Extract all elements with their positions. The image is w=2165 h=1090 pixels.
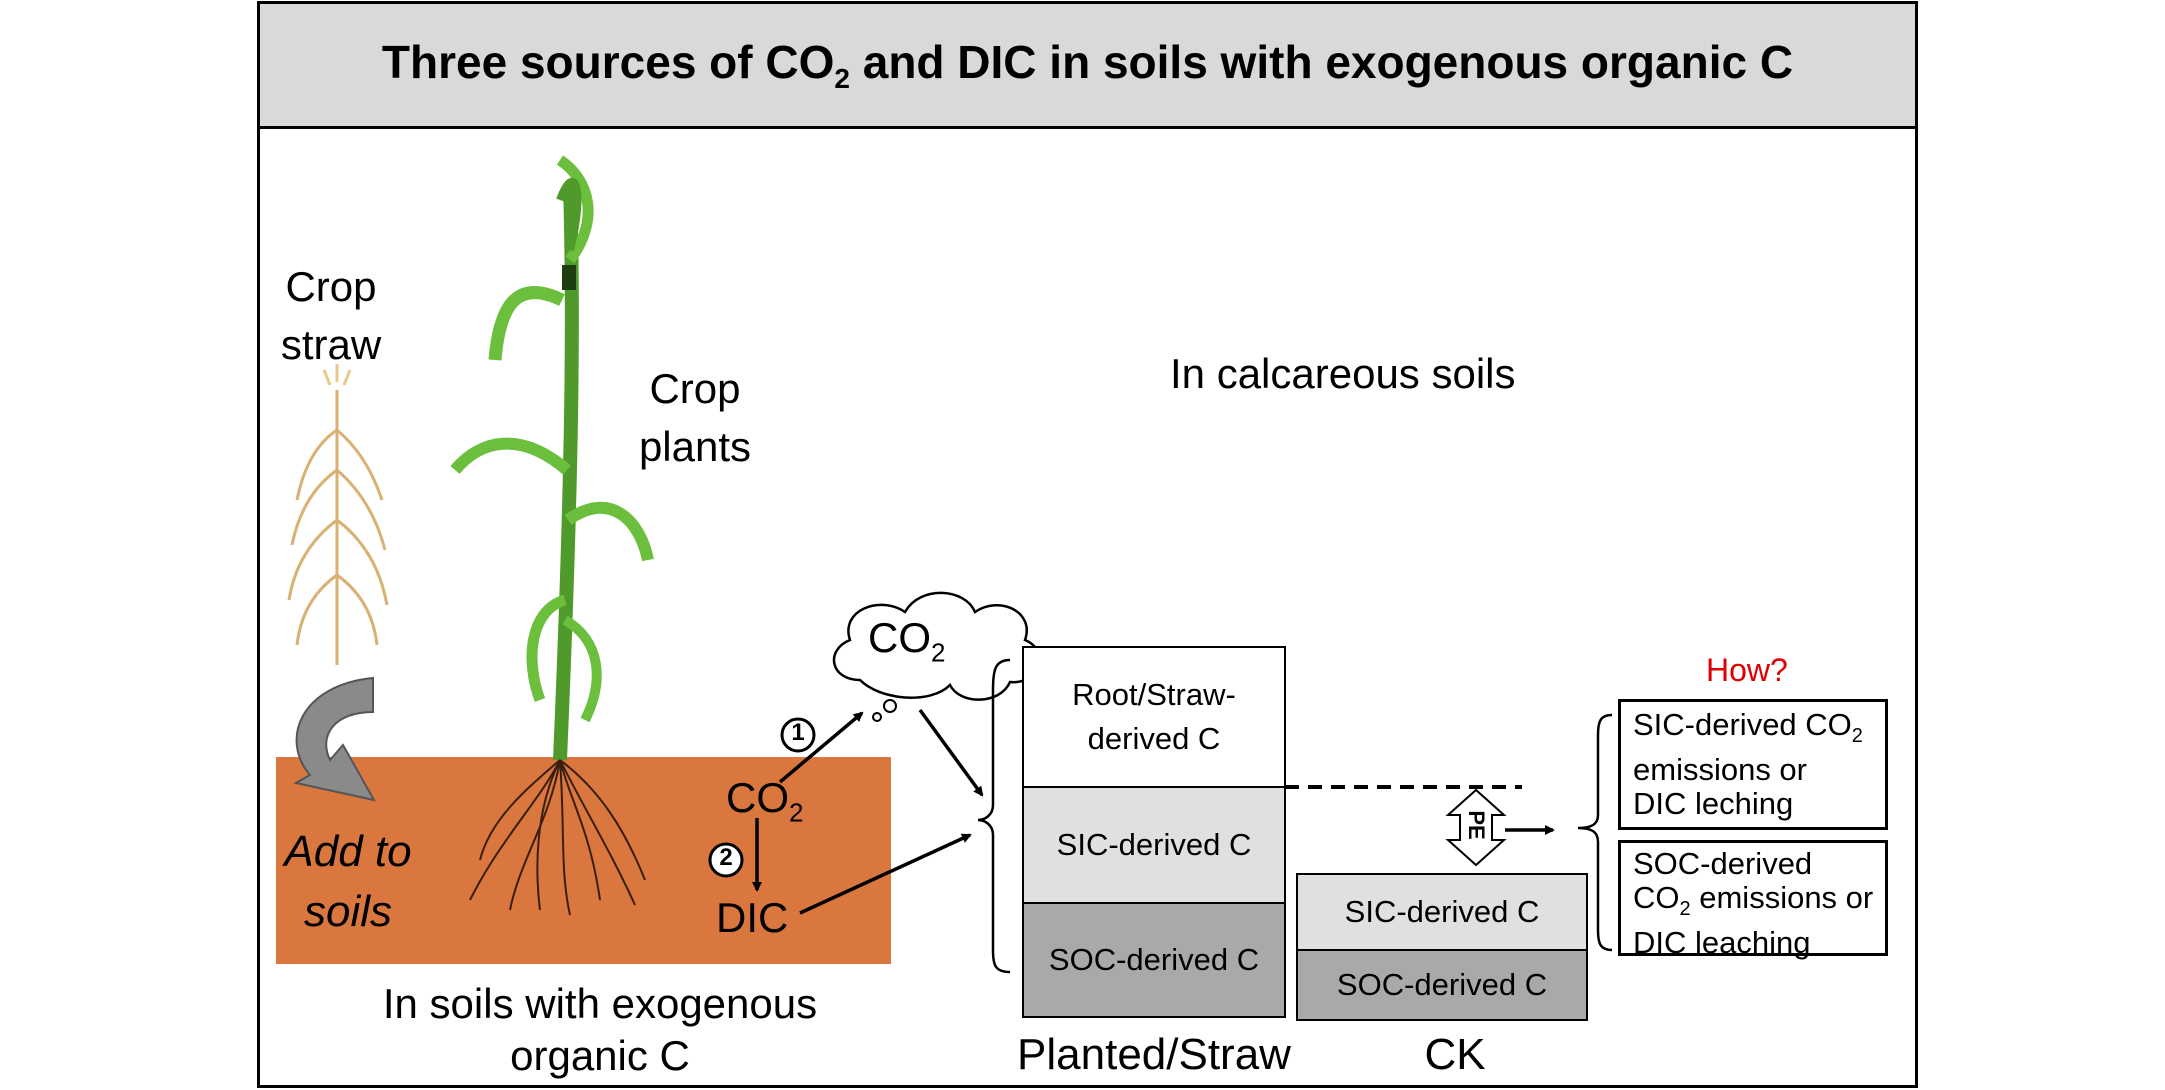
pe-double-arrow [1445, 788, 1507, 867]
crop-straw-illustration [287, 364, 389, 665]
soc-outcome-box: SOC-derived CO2 emissions or DIC leachin… [1618, 840, 1888, 960]
ck-caption: CK [1424, 1030, 1486, 1079]
planted-bar-brace [977, 658, 1011, 974]
pathway-2-label: 2 [719, 844, 733, 871]
pathway-1-label: 1 [791, 719, 805, 746]
dic-label: DIC [716, 894, 789, 941]
arrow-co2-to-atmosphere [778, 711, 864, 784]
cloud-co2-label: CO2 [868, 614, 946, 668]
title-bar: Three sources of CO2 and DIC in soils wi… [260, 4, 1915, 129]
pathway-2-circle [708, 842, 744, 878]
planted-soc-segment: SOC-derived C [1022, 902, 1286, 1018]
figure-title: Three sources of CO2 and DIC in soils wi… [381, 35, 1794, 95]
pathway-1-circle [780, 717, 816, 753]
soc-outcome-line-3: DIC leaching [1633, 925, 1811, 961]
soc-outcome-line-1: SOC-derived [1633, 846, 1813, 881]
calcareous-soils-label: In calcareous soils [1170, 350, 1516, 397]
planted-straw-caption: Planted/Straw [1017, 1030, 1291, 1079]
arrow-cloud-to-bar [918, 708, 984, 797]
sic-outcome-box: SIC-derived CO2 emissions or DIC leching [1618, 699, 1888, 830]
plant-roots-illustration [469, 759, 646, 916]
arrow-dic-to-bar [799, 833, 972, 915]
how-question-label: How? [1706, 652, 1788, 688]
add-to-soils-arrow [293, 676, 376, 802]
co2-cloud-shape [832, 591, 1041, 701]
sic-outcome-line-2: emissions or [1633, 752, 1807, 788]
outcomes-brace [1577, 713, 1613, 952]
pe-label: PE [1464, 810, 1489, 840]
crop-plant-illustration [450, 155, 654, 761]
soil-block [276, 757, 891, 964]
soil-co2-label: CO2 [726, 774, 804, 828]
ck-soc-segment: SOC-derived C [1296, 949, 1588, 1021]
soc-outcome-line-2: CO2 emissions or [1633, 880, 1874, 921]
sic-outcome-line-3: DIC leching [1633, 786, 1794, 822]
planted-root-straw-segment: Root/Straw-derived C [1022, 646, 1286, 788]
planted-sic-segment: SIC-derived C [1022, 786, 1286, 904]
ck-sic-segment: SIC-derived C [1296, 873, 1588, 951]
figure-frame [257, 1, 1918, 1088]
sic-outcome-line-1: SIC-derived CO2 [1633, 707, 1863, 748]
